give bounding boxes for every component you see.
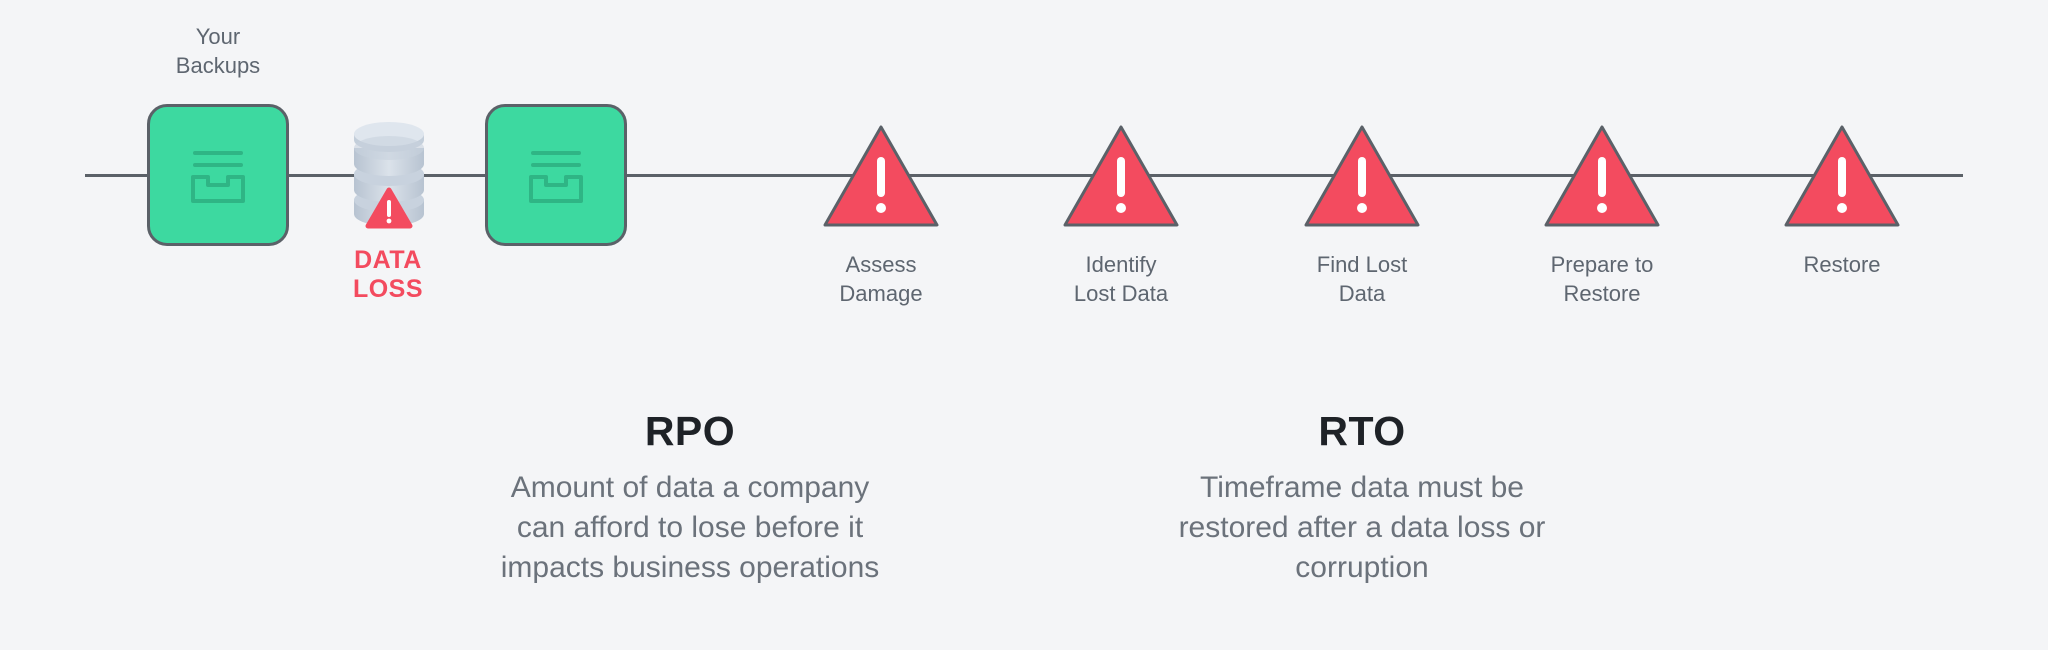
warning-triangle-icon [1063, 125, 1179, 227]
archive-box-icon [191, 151, 245, 203]
step-label-prepare-to-restore: Prepare to Restore [1550, 252, 1654, 306]
rto-title: RTO [1318, 408, 1406, 454]
backup-box-2 [485, 104, 627, 246]
warning-triangle-icon [1784, 125, 1900, 227]
your-backups-label: Your Backups [175, 24, 261, 78]
archive-box-icon [529, 151, 583, 203]
rto-description: Timeframe data must be restored after a … [1178, 471, 1546, 584]
step-label-restore: Restore [1803, 252, 1881, 277]
timeline-line [85, 174, 1963, 177]
warning-triangle-icon [1304, 125, 1420, 227]
step-label-find-lost-data: Find Lost Data [1316, 252, 1408, 306]
backup-box-1 [147, 104, 289, 246]
data-loss-label: DATA LOSS [352, 246, 424, 303]
step-label-assess-damage: Assess Damage [839, 252, 923, 306]
step-label-identify-lost-data: Identify Lost Data [1073, 252, 1169, 306]
rpo-description: Amount of data a company can afford to l… [500, 471, 880, 584]
database-icon [354, 122, 424, 229]
warning-triangle-icon [1544, 125, 1660, 227]
warning-triangle-icon [823, 125, 939, 227]
rpo-title: RPO [644, 408, 736, 454]
